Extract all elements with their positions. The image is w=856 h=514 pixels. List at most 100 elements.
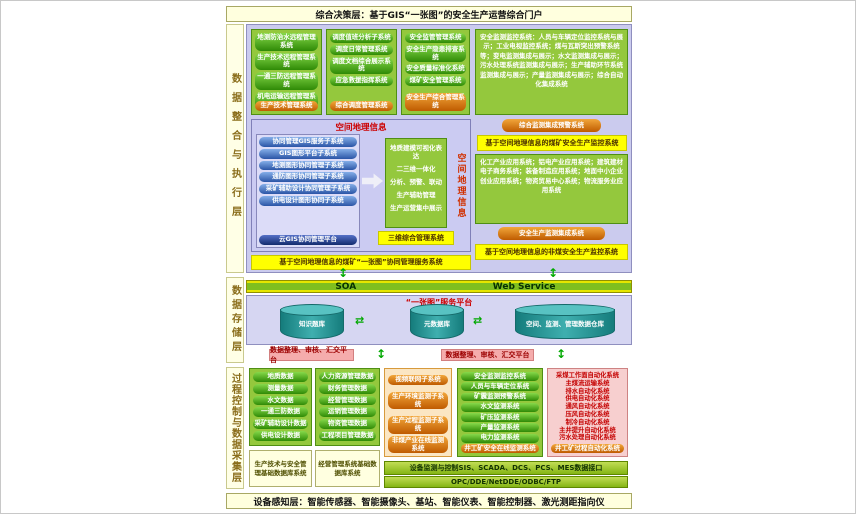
monitor-pill: 视频联网子系统 <box>388 375 448 385</box>
webservice-label: Web Service <box>492 281 556 292</box>
video-monitoring-box: 视频联网子系统生产环境监测子系统生产过程监测子系统 非煤产业在线监测系统 <box>384 368 452 457</box>
monitor-pill: 水文监测系统 <box>461 403 539 412</box>
db-label: 元数据库 <box>424 320 450 329</box>
automation-line: 压风自动化系统 <box>565 410 610 418</box>
cloud-gis-platform-pill: 云GIS协同管理平台 <box>259 235 357 245</box>
business-db-box: 经营管理系统基础数据库系统 <box>315 450 380 487</box>
monitoring-systems-box: 安全监测监控系统：人员与车辆定位监控系统与展示；工业电视监控系统；煤与瓦斯突出预… <box>475 29 628 115</box>
integrated-monitoring-warning-pill: 综合监测集成预警系统 <box>502 119 601 132</box>
gis-function-line: 地质建模可视化表达 <box>390 143 442 160</box>
system-pill: 安全监管管理系统 <box>405 33 466 43</box>
mine-safety-online-pill: 井工矿安全在线监测系统 <box>461 444 539 453</box>
data-pill: 一通三防数据 <box>253 407 308 418</box>
business-data-box: 人力资源管理数据财务管理数据经营管理数据运销管理数据物资管理数据工程项目管理数据 <box>315 368 380 446</box>
dispatch-mgmt-pill: 综合调度管理系统 <box>330 101 393 111</box>
protocol-bar: OPC/DDE/NetDDE/ODBC/FTP <box>384 476 628 488</box>
soa-label: SOA <box>335 281 357 292</box>
safety-monitor-integration-pill: 安全生产监测集成系统 <box>498 227 605 240</box>
layer-label-text: 数据存储层 <box>229 285 241 355</box>
data-pill: 物资管理数据 <box>319 419 376 429</box>
mine-process-automation-pill: 井工矿过程自动化系统 <box>551 444 624 453</box>
flow-arrow-icon <box>362 173 383 189</box>
safety-monitoring-collection-box: 安全监测监控系统人员与车辆定位系统矿震监测预警系统水文监测系统矿压监测系统产量监… <box>457 368 543 457</box>
gis-subsystem-pill: 通防图形协同管理子系统 <box>259 172 357 183</box>
gis-subsystem-pill: 协同管理GIS服务子系统 <box>259 137 357 147</box>
gis-function-line: 生产辅助管理 <box>396 191 436 199</box>
double-arrow-icon: ⇄ <box>473 314 483 327</box>
remote-management-list: 地测防治水远程管理系统生产技术远程管理系统一通三防远程管理系统机电运输远程管理系… <box>255 33 318 110</box>
automation-line: 污水处理自动化系统 <box>559 434 616 442</box>
data-pill: 工程项目管理数据 <box>319 430 376 441</box>
data-pill: 水文数据 <box>253 395 308 406</box>
bottom-banner: 设备感知层：智能传感器、智能摄像头、基站、智能仪表、智能控制器、激光测距指向仪 <box>226 493 632 509</box>
monitor-pill: 矿震监测预警系统 <box>461 392 539 402</box>
data-pill: 测量数据 <box>253 383 308 394</box>
one-map-collab-service-bar: 基于空间地理信息的煤矿“一张图”协同管理服务系统 <box>251 255 471 270</box>
gis-function-line: 生产运营集中展示 <box>390 204 442 213</box>
gis-3d-functions-box: 地质建模可视化表达二三维一体化分析、预警、联动生产辅助管理生产运营集中展示 <box>385 138 447 228</box>
double-arrow-icon: ↕ <box>338 266 349 280</box>
data-pill: 地质数据 <box>253 372 308 382</box>
automation-line: 制冷自动化系统 <box>565 418 610 426</box>
industry-apps-box: 化工产业应用系统；铝电产业应用系统；建筑建材电子商务系统；装备制造应用系统；地面… <box>475 154 628 224</box>
data-pill: 运销管理数据 <box>319 407 376 418</box>
data-audit-platform-label: 数据整理、审核、汇交平台 <box>269 346 354 364</box>
dispatch-list: 调度值班分析子系统调度日常管理系统调度文档综合展示系统应急救援指挥系统 <box>330 33 393 99</box>
noncoal-safety-monitor-bar: 基于空间地理信息的非煤安全生产监控系统 <box>475 244 628 260</box>
system-pill: 一通三防远程管理系统 <box>255 72 318 90</box>
gis-subsystem-pill: 地测图形协同管理子系统 <box>259 160 357 171</box>
monitor-pill: 人员与车辆定位系统 <box>461 382 539 392</box>
system-pill: 生产技术远程管理系统 <box>255 52 318 71</box>
system-pill: 煤矿安全管理系统 <box>405 76 466 86</box>
data-pill: 经营管理数据 <box>319 395 376 406</box>
data-audit-platform-label: 数据整理、审核、汇交平台 <box>441 349 534 361</box>
gis-subsystem-pill: 供电设计图形协同子系统 <box>259 195 357 206</box>
soa-service-bar: SOA Web Service <box>246 280 632 293</box>
automation-line: 主井提升自动化系统 <box>559 426 616 434</box>
monitoring-systems-text: 安全监测监控系统：人员与车辆定位监控系统与展示；工业电视监控系统；煤与瓦斯突出预… <box>480 33 623 89</box>
gis-function-line: 分析、预警、联动 <box>390 177 442 186</box>
data-pill: 人力资源管理数据 <box>319 372 376 382</box>
safety-monitor-list: 安全监测监控系统人员与车辆定位系统矿震监测预警系统水文监测系统矿压监测系统产量监… <box>461 372 539 443</box>
automation-list: 采煤工作面自动化系统主煤流运输系统排水自动化系统供电自动化系统通风自动化系统压风… <box>551 372 624 444</box>
three-d-mgmt-bar: 三维综合管理系统 <box>378 231 454 245</box>
industry-apps-text: 化工产业应用系统；铝电产业应用系统；建筑建材电子商务系统；装备制造应用系统；地面… <box>480 158 623 195</box>
gis-box-title: 空间地理信息 <box>335 123 387 133</box>
db-label: 知识题库 <box>299 320 325 329</box>
gis-function-list: 地质建模可视化表达二三维一体化分析、预警、联动生产辅助管理生产运营集中展示 <box>389 142 443 224</box>
safety-mgmt-list: 安全监管管理系统安全生产隐患排查系统安全质量标准化系统煤矿安全管理系统 <box>405 33 466 91</box>
platform-title: “一张图”服务平台 <box>405 298 473 307</box>
layer-label-text: 数据整合与执行层 <box>229 72 241 225</box>
data-pill: 财务管理数据 <box>319 383 376 394</box>
video-monitor-list: 视频联网子系统生产环境监测子系统生产过程监测子系统 <box>388 372 448 434</box>
system-pill: 安全生产隐患排查系统 <box>405 44 466 63</box>
metadata-db-cylinder: 元数据库 <box>410 304 464 339</box>
side-label-text: 空间地理信息 <box>455 153 466 219</box>
layer-label-storage: 数据存储层 <box>226 277 244 363</box>
spatial-info-side-label: 空间地理信息 <box>453 142 469 230</box>
remote-management-box: 地测防治水远程管理系统生产技术远程管理系统一通三防远程管理系统机电运输远程管理系… <box>251 29 322 115</box>
geology-data-box: 地质数据测量数据水文数据一通三防数据采矿辅助设计数据供电设计数据 <box>249 368 312 446</box>
one-map-service-platform: “一张图”服务平台 知识题库 ⇄ 元数据库 ⇄ 空间、监测、管理数据仓库 <box>246 295 632 345</box>
knowledge-db-cylinder: 知识题库 <box>280 304 344 339</box>
dispatch-box: 调度值班分析子系统调度日常管理系统调度文档综合展示系统应急救援指挥系统 综合调度… <box>326 29 397 115</box>
layer-label-process: 过程控制与数据采集层 <box>226 367 244 489</box>
system-pill: 应急救援指挥系统 <box>330 76 393 86</box>
automation-line: 通风自动化系统 <box>565 403 610 411</box>
gis-function-line: 二三维一体化 <box>396 164 436 173</box>
monitor-pill: 产量监测系统 <box>461 423 539 433</box>
production-tech-db-box: 生产技术与安全管理基础数据库系统 <box>249 450 312 487</box>
top-banner: 综合决策层：基于GIS“一张图”的安全生产运营综合门户 <box>226 6 632 22</box>
gis-subsystem-pill: 采矿辅助设计协同管理子系统 <box>259 184 357 194</box>
safety-comprehensive-pill: 安全生产综合管理系统 <box>405 93 466 111</box>
double-arrow-icon: ↕ <box>548 266 559 280</box>
architecture-diagram: 综合决策层：基于GIS“一张图”的安全生产运营综合门户 数据整合与执行层 数据存… <box>226 6 632 510</box>
data-pill: 采矿辅助设计数据 <box>253 419 308 429</box>
production-tech-mgmt-pill: 生产技术管理系统 <box>255 101 318 111</box>
double-arrow-icon: ↕ <box>376 347 387 361</box>
system-pill: 调度日常管理系统 <box>330 44 393 55</box>
monitor-pill: 生产环境监测子系统 <box>388 391 448 410</box>
